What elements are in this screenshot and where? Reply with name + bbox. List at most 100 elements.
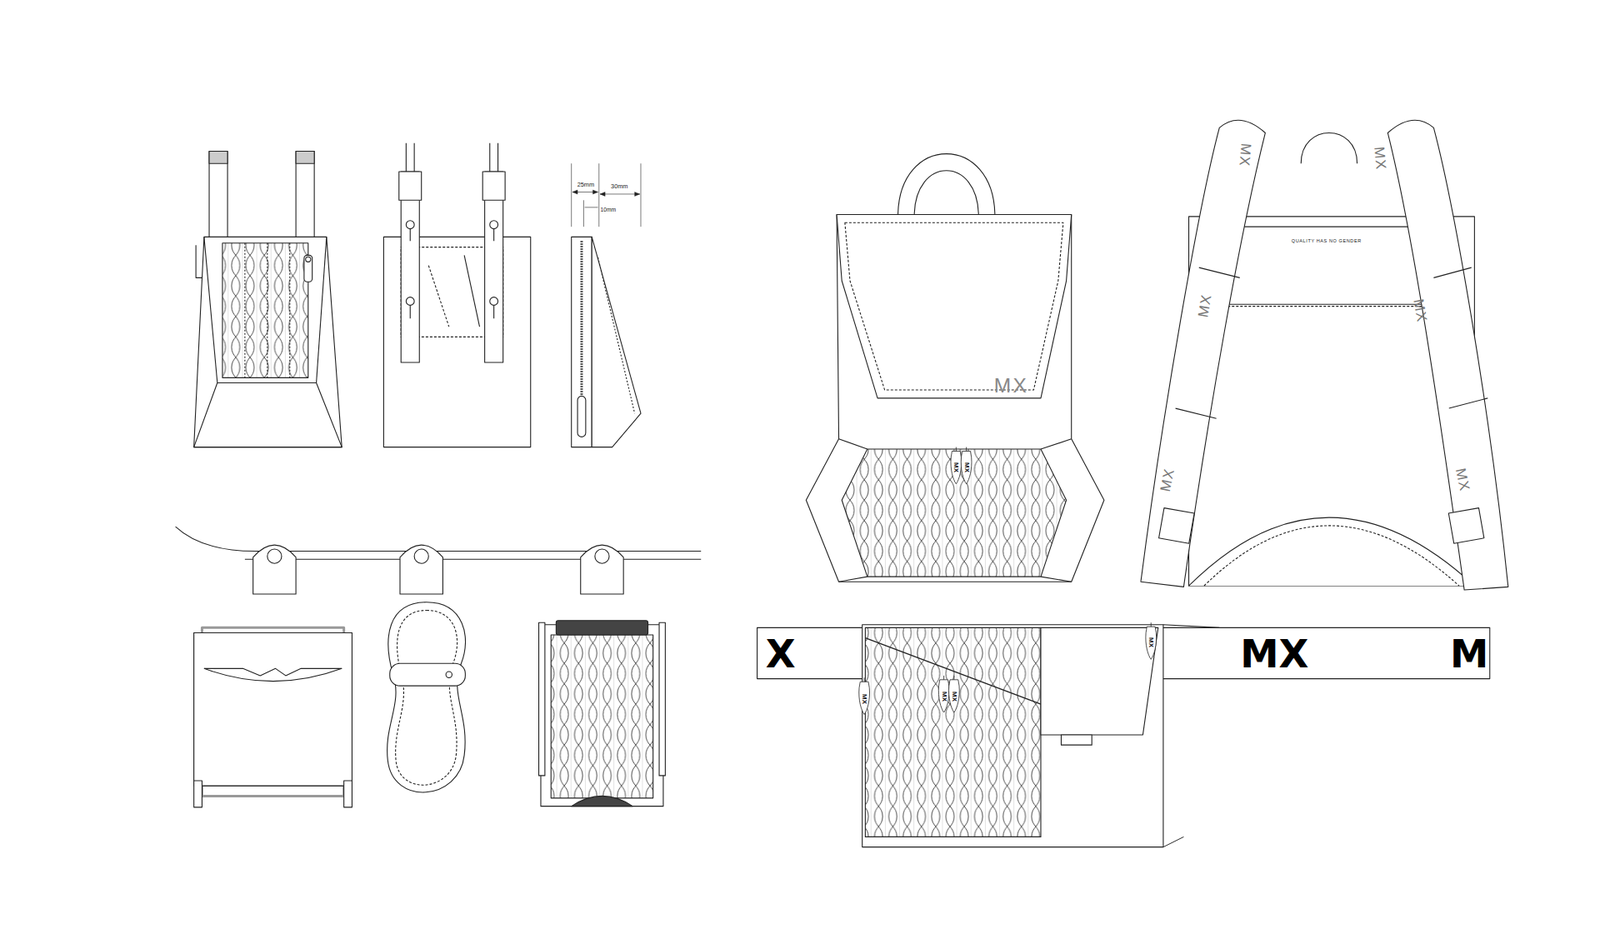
drawing-part xyxy=(414,549,429,564)
logo-text: MX xyxy=(1158,466,1178,493)
band-logo: MX xyxy=(1240,635,1309,675)
drawing-part xyxy=(1300,132,1357,164)
drawing-part xyxy=(304,255,313,282)
drawing-part xyxy=(571,236,592,447)
drawing-part xyxy=(387,602,466,793)
drawing-part xyxy=(245,559,701,560)
drawing-part xyxy=(555,620,648,635)
drawing-part xyxy=(195,245,202,278)
drawing-part xyxy=(659,622,665,776)
drawing-part xyxy=(1448,508,1485,545)
drawing-part xyxy=(1387,120,1508,590)
drawing-part xyxy=(497,143,499,175)
drawing-part xyxy=(410,305,411,319)
logo-text: MX xyxy=(1195,293,1215,320)
drawing-part xyxy=(194,780,203,808)
drawing-part xyxy=(395,610,458,786)
drawing-part xyxy=(598,163,600,227)
logo-text: MX xyxy=(950,691,958,702)
drawing-part xyxy=(1159,508,1195,545)
backpack-front xyxy=(805,154,1105,583)
drawing-part xyxy=(295,151,315,165)
dimension-text: 30mm xyxy=(610,183,628,190)
band-logo: X xyxy=(765,635,796,675)
drawing-part xyxy=(591,236,641,447)
dimension-text: QUALITY HAS NO GENDER xyxy=(1291,239,1362,245)
rail-pouches xyxy=(175,526,702,808)
drawing-part xyxy=(414,143,415,175)
drawing-part xyxy=(266,243,268,379)
drawing-part xyxy=(580,240,583,396)
drawing-part xyxy=(1040,576,1072,582)
logo-text: MX xyxy=(952,462,960,473)
drawing-part xyxy=(305,256,311,262)
drawing-part xyxy=(490,297,499,306)
drawing-part xyxy=(1060,735,1092,745)
backpack-back xyxy=(1140,120,1509,590)
drawing-part xyxy=(405,143,407,175)
drawing-part xyxy=(316,236,327,383)
drawing-part xyxy=(640,163,641,227)
band-logo: M xyxy=(1450,635,1489,675)
drawing-part xyxy=(267,549,282,564)
drawing-part xyxy=(550,635,653,799)
drawing-part xyxy=(1140,120,1265,587)
drawing-part xyxy=(209,151,228,240)
drawing-part xyxy=(253,545,296,595)
drawing-part xyxy=(540,625,664,807)
back-view xyxy=(383,143,530,448)
drawing-part xyxy=(344,780,353,808)
drawing-part xyxy=(445,671,452,678)
logo-text: MX xyxy=(860,694,868,705)
drawing-part xyxy=(244,243,245,379)
drawing-part xyxy=(580,545,624,595)
drawing-part xyxy=(1163,836,1184,847)
logo-text: MX xyxy=(940,691,948,702)
drawing-part xyxy=(295,151,315,240)
drawing-part xyxy=(595,549,610,564)
drawing-part xyxy=(482,171,505,200)
drawing-part xyxy=(805,214,1105,582)
drawing-part xyxy=(410,229,411,242)
drawing-part xyxy=(405,297,415,306)
drawing-part xyxy=(222,243,309,379)
drawing-part xyxy=(194,382,343,447)
drawing-part xyxy=(493,229,495,242)
drawing-part xyxy=(405,220,415,230)
drawing-part xyxy=(194,632,353,786)
dimension-text: 10mm xyxy=(600,207,616,214)
logo-text: MX xyxy=(1236,142,1254,168)
drawing-part xyxy=(865,627,1041,837)
drawing-part xyxy=(845,222,1064,390)
drawing-part xyxy=(960,447,972,485)
drawing-part xyxy=(209,151,228,165)
drawing-part xyxy=(938,675,950,713)
drawing-part xyxy=(194,632,353,786)
front-view xyxy=(194,151,343,448)
drawing-part xyxy=(598,257,635,414)
drawing-part xyxy=(841,449,1066,577)
logo-text: MX xyxy=(1147,637,1155,648)
drawing-part xyxy=(862,625,1164,848)
drawing-part xyxy=(289,243,290,379)
drawing-part xyxy=(428,265,449,327)
drawing-part xyxy=(399,171,422,200)
side-view xyxy=(571,163,641,447)
drawing-part xyxy=(400,545,443,595)
drawing-part xyxy=(898,154,995,217)
drawing-part xyxy=(949,675,960,713)
drawing-part xyxy=(489,143,490,175)
drawing-part xyxy=(1040,627,1159,735)
belt-bag xyxy=(757,622,1490,847)
logo-text: MX xyxy=(1371,145,1389,171)
drawing-part xyxy=(865,638,1041,705)
dimension-text: 25mm xyxy=(577,181,595,188)
drawing-part xyxy=(1204,525,1460,586)
drawing-part xyxy=(572,190,640,196)
drawing-part xyxy=(1163,625,1220,629)
drawing-part xyxy=(836,214,1072,398)
drawing-part xyxy=(253,545,624,595)
drawing-part xyxy=(1145,622,1157,660)
